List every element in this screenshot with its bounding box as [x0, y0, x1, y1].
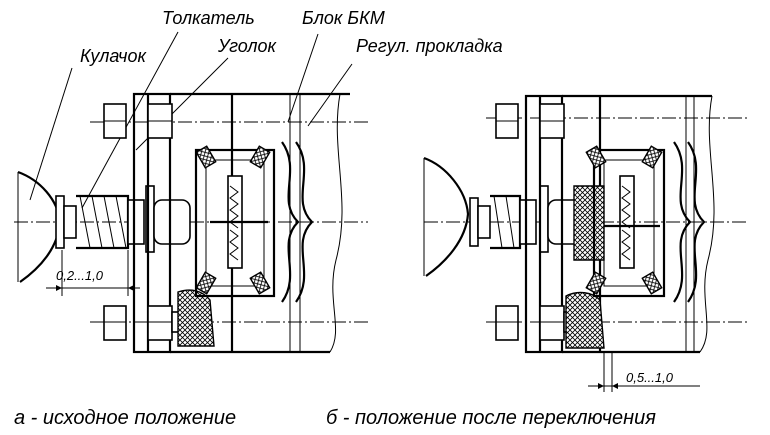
label-angle: Уголок: [217, 36, 278, 56]
dimension-a: [46, 250, 140, 296]
dimension-label-b: 0,5...1,0: [626, 370, 674, 385]
caption-b: б - положение после переключения: [326, 407, 656, 429]
angle-hatch-a: [177, 289, 215, 347]
label-shim: Регул. прокладка: [356, 36, 503, 56]
angle-hatch-b: [565, 291, 605, 349]
cam-a: [17, 170, 62, 283]
cam-b: [423, 156, 470, 277]
label-pusher: Толкатель: [162, 8, 255, 28]
switch-block-b: [585, 145, 666, 298]
caption-a: а - исходное положение: [14, 407, 236, 429]
dimension-b: [588, 352, 700, 392]
angle-hatch-b-mid: [573, 185, 605, 261]
switch-block-a: [194, 145, 276, 298]
bolt-top-a: [103, 103, 173, 139]
label-cam: Кулачок: [80, 46, 147, 66]
label-block: Блок БКМ: [302, 8, 385, 28]
view-a: [14, 31, 368, 354]
pusher-a: [55, 185, 191, 253]
dimension-label-a: 0,2...1,0: [56, 268, 104, 283]
view-b: [423, 94, 748, 392]
bolt-top-b: [495, 103, 565, 139]
shim-a: [295, 141, 314, 303]
shim-b: [687, 141, 706, 303]
